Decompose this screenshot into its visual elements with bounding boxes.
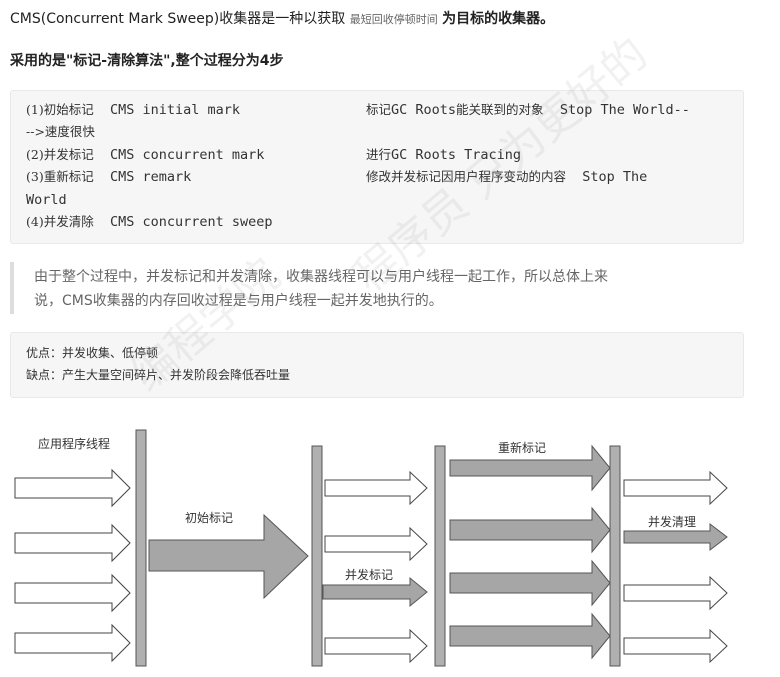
intro-highlight: 最短回收停顿时间 bbox=[349, 13, 438, 26]
cons-line: 缺点：产生大量空间碎片、并发阶段会降低吞吐量 bbox=[26, 368, 291, 382]
algorithm-line: 采用的是"标记-清除算法",整个过程分为4步 bbox=[10, 53, 284, 69]
concurrent-sweep-arrow bbox=[623, 522, 728, 552]
step2-cn: (2)并发标记 bbox=[26, 147, 94, 162]
step1-cont: -->速度很快 bbox=[26, 124, 95, 139]
step2-en: CMS concurrent mark bbox=[109, 147, 265, 163]
step1-cn: (1)初始标记 bbox=[26, 102, 94, 117]
cms-phase-diagram: 应用程序线程 初始标记 并发标记 重新标记 并发清理 bbox=[10, 418, 744, 673]
remark-arrows bbox=[449, 444, 611, 660]
code-line-2: -->速度很快 bbox=[26, 121, 95, 144]
code-line-6: (4)并发清除 CMS concurrent sweep bbox=[26, 211, 273, 234]
intro-paragraph: CMS(Concurrent Mark Sweep)收集器是一种以获取 最短回收… bbox=[10, 8, 554, 28]
phase-bar-2 bbox=[311, 445, 323, 667]
intro-part1: CMS(Concurrent Mark Sweep)收集器是一种以获取 bbox=[10, 11, 346, 27]
label-concurrent-sweep: 并发清理 bbox=[648, 514, 696, 529]
code-line-3-desc: 进行GC Roots Tracing bbox=[366, 144, 521, 167]
steps-code-block: (1)初始标记 CMS initial mark 标记GC Roots能关联到的… bbox=[10, 90, 744, 244]
code-line-5: World bbox=[26, 189, 67, 212]
concurrent-mark-arrow bbox=[322, 576, 428, 608]
user-thread-arrows-3 bbox=[623, 470, 728, 664]
phase-bar-3 bbox=[434, 445, 446, 667]
step1-tail: Stop The World-- bbox=[559, 102, 690, 118]
step4-en: CMS concurrent sweep bbox=[109, 214, 273, 230]
code-line-4: (3)重新标记 CMS remark bbox=[26, 166, 191, 189]
step3-cn: (3)重新标记 bbox=[26, 169, 94, 184]
step1-desc-cn2: 能关联到的对象 bbox=[456, 102, 544, 117]
pros-cons-block: 优点：并发收集、低停顿 缺点：产生大量空间碎片、并发阶段会降低吞吐量 bbox=[10, 332, 744, 398]
step4-cn: (4)并发清除 bbox=[26, 214, 94, 229]
label-concurrent-mark: 并发标记 bbox=[345, 567, 393, 582]
intro-part3: 为目标的收集器。 bbox=[442, 11, 555, 27]
label-user-threads: 应用程序线程 bbox=[38, 436, 110, 451]
user-thread-arrows-1 bbox=[14, 468, 131, 663]
quote-line-2: 说，CMS收集器的内存回收过程是与用户线程一起并发地执行的。 bbox=[34, 293, 443, 309]
code-line-4-desc: 修改并发标记因用户程序变动的内容 Stop The bbox=[366, 166, 647, 189]
phase-bar-1 bbox=[135, 429, 147, 667]
initial-mark-arrow bbox=[148, 513, 309, 600]
code-line-1: (1)初始标记 CMS initial mark bbox=[26, 99, 240, 122]
step3-en: CMS remark bbox=[109, 169, 192, 185]
user-thread-arrows-2 bbox=[324, 470, 428, 664]
code-line-3: (2)并发标记 CMS concurrent mark bbox=[26, 144, 264, 167]
step3-tail: Stop The bbox=[582, 169, 648, 185]
pros-line: 优点：并发收集、低停顿 bbox=[26, 346, 159, 360]
blockquote: 由于整个过程中，并发标记和并发清除，收集器线程可以与用户线程一起工作，所以总体上… bbox=[10, 262, 608, 314]
step1-desc-cn: 标记 bbox=[366, 102, 392, 117]
step1-en: CMS initial mark bbox=[109, 102, 241, 118]
step2-desc-cn: 进行 bbox=[366, 147, 392, 162]
label-remark: 重新标记 bbox=[498, 440, 546, 455]
label-initial-mark: 初始标记 bbox=[185, 511, 233, 525]
step2-desc-en: GC Roots Tracing bbox=[391, 147, 522, 163]
quote-line-1: 由于整个过程中，并发标记和并发清除，收集器线程可以与用户线程一起工作，所以总体上… bbox=[34, 269, 608, 285]
code-line-1-desc: 标记GC Roots能关联到的对象 Stop The World-- bbox=[366, 99, 690, 122]
step3-cont: World bbox=[26, 192, 67, 208]
step3-desc-cn: 修改并发标记因用户程序变动的内容 bbox=[366, 169, 567, 184]
phase-bar-4 bbox=[609, 445, 621, 667]
step1-desc-en: GC Roots bbox=[391, 102, 457, 118]
